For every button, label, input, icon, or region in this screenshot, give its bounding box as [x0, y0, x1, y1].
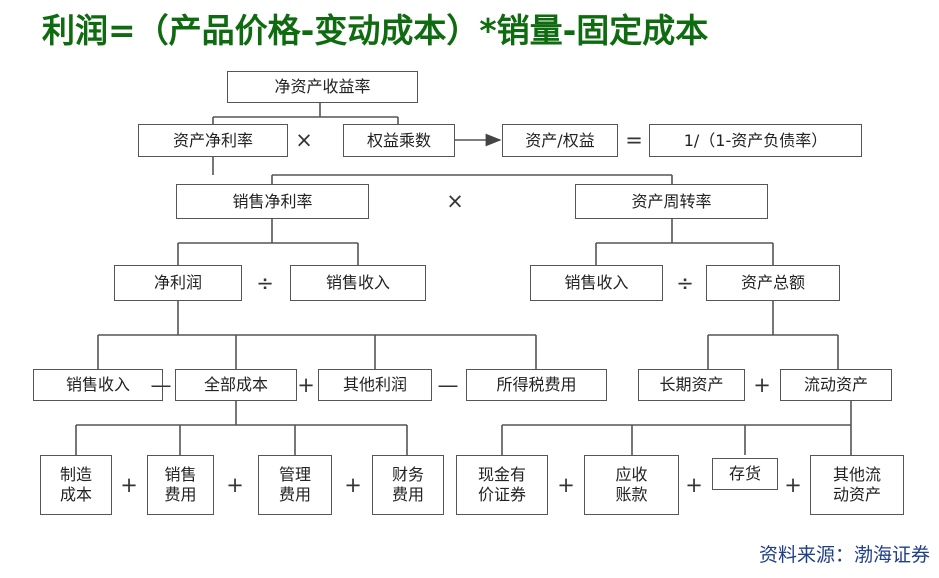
node-assets-over-equity-label: 资产/权益 [525, 130, 595, 150]
node-roe-label: 净资产收益率 [274, 77, 371, 96]
node-net-profit-margin-label: 销售净利率 [232, 191, 313, 211]
divide-operator: ÷ [676, 270, 694, 295]
connector-roa [212, 157, 673, 184]
node-inventory-label: 存货 [728, 464, 761, 483]
node-total-assets: 资产总额 [706, 265, 840, 301]
plus-operator: + [226, 472, 244, 497]
node-selling-expense-label: 销售 费用 [164, 465, 197, 504]
plus-operator: + [557, 472, 575, 497]
node-one-over-debt-ratio-label: 1/（1-资产负债率） [683, 130, 828, 150]
plus-operator: + [753, 372, 771, 397]
node-current-assets-label: 流动资产 [803, 375, 868, 394]
node-assets-over-equity: 资产/权益 [502, 124, 618, 157]
node-net-profit: 净利润 [114, 265, 242, 301]
node-income-tax-label: 所得税费用 [496, 375, 577, 394]
connector-current-assets [501, 401, 852, 455]
node-manufacturing-cost-label: 制造 成本 [59, 465, 92, 504]
node-other-current-assets-label: 其他流 动资产 [832, 465, 881, 504]
page-title: 利润=（产品价格-变动成本）*销量-固定成本 [42, 11, 709, 50]
node-net-profit-label: 净利润 [153, 273, 202, 292]
connector-turnover [595, 219, 774, 265]
node-admin-expense-label: 管理 费用 [278, 465, 311, 504]
node-equity-multiplier-label: 权益乘数 [366, 130, 431, 150]
node-finance-expense: 财务 费用 [372, 455, 444, 515]
node-current-assets: 流动资产 [780, 369, 892, 401]
minus-operator: — [437, 372, 459, 397]
node-selling-expense: 销售 费用 [147, 455, 214, 515]
node-total-cost: 全部成本 [175, 369, 297, 401]
node-sales-revenue-label: 销售收入 [325, 273, 390, 292]
node-net-profit-margin: 销售净利率 [176, 184, 369, 219]
node-finance-expense-label: 财务 费用 [391, 465, 424, 504]
node-sales-revenue-label: 销售收入 [564, 273, 629, 292]
node-inventory: 存货 [712, 458, 778, 490]
node-other-current-assets: 其他流 动资产 [810, 455, 904, 515]
connector-net-margin [177, 219, 359, 265]
node-equity-multiplier: 权益乘数 [343, 124, 455, 157]
node-receivables: 应收 账款 [584, 455, 679, 515]
node-sales-revenue: 销售收入 [290, 265, 426, 301]
node-cash-securities-label: 现金有 价证券 [477, 465, 526, 504]
connector-roe [212, 103, 399, 124]
plus-operator: + [685, 472, 703, 497]
node-long-term-assets: 长期资产 [638, 369, 745, 401]
node-long-term-assets-label: 长期资产 [659, 375, 724, 394]
minus-operator: — [150, 372, 172, 397]
node-total-cost-label: 全部成本 [203, 375, 268, 394]
node-sales-revenue: 销售收入 [530, 265, 663, 301]
source-note: 资料来源：渤海证券 [758, 544, 930, 566]
plus-operator: + [297, 372, 315, 397]
node-total-assets-label: 资产总额 [740, 273, 805, 292]
node-other-profit: 其他利润 [318, 369, 432, 401]
node-roa-label: 资产净利率 [172, 130, 253, 150]
node-sales-revenue-label: 销售收入 [65, 375, 130, 394]
connector-total-cost [75, 401, 408, 455]
times-operator: × [295, 128, 313, 152]
times-operator: × [446, 189, 464, 213]
divide-operator: ÷ [256, 270, 274, 295]
node-one-over-debt-ratio: 1/（1-资产负债率） [649, 124, 862, 157]
plus-operator: + [120, 472, 138, 497]
node-asset-turnover: 资产周转率 [575, 184, 768, 219]
plus-operator: + [344, 472, 362, 497]
node-receivables-label: 应收 账款 [615, 465, 648, 504]
equals-operator: = [625, 128, 643, 152]
node-sales-revenue: 销售收入 [33, 369, 163, 401]
node-manufacturing-cost: 制造 成本 [40, 455, 112, 515]
node-cash-securities: 现金有 价证券 [456, 455, 548, 515]
node-roe: 净资产收益率 [227, 71, 418, 103]
node-asset-turnover-label: 资产周转率 [631, 191, 712, 211]
node-other-profit-label: 其他利润 [342, 375, 407, 394]
node-admin-expense: 管理 费用 [258, 455, 332, 515]
node-roa: 资产净利率 [138, 124, 288, 157]
connector-total-assets [707, 301, 839, 369]
node-income-tax: 所得税费用 [466, 369, 607, 401]
plus-operator: + [784, 472, 802, 497]
connector-net-profit [97, 301, 537, 369]
